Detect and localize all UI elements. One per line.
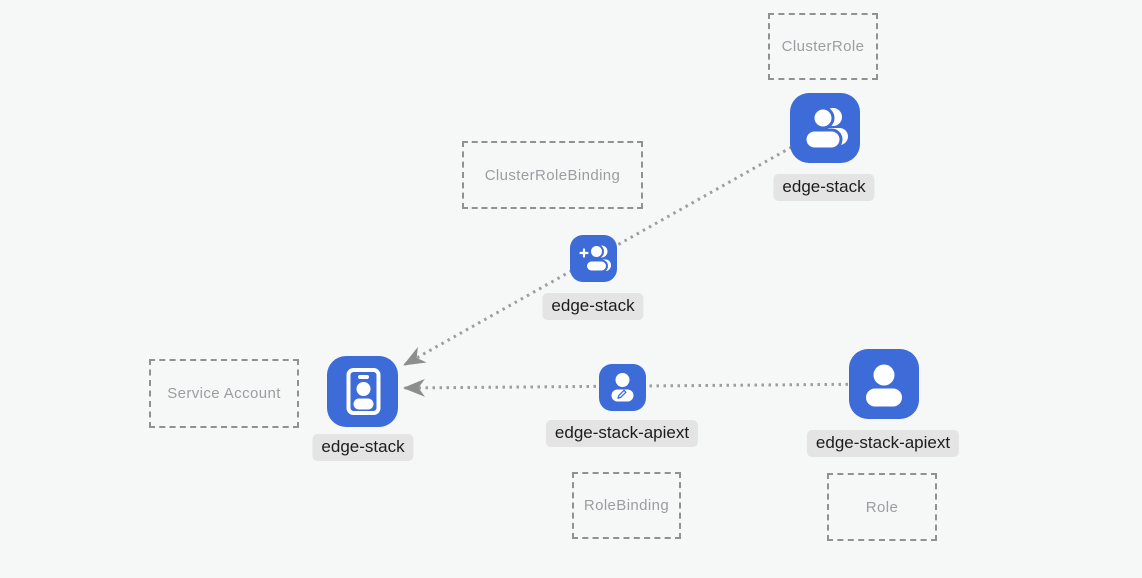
box-serviceaccount-label: Service Account xyxy=(167,385,281,402)
box-serviceaccount: Service Account xyxy=(149,359,299,428)
node-clusterrole[interactable] xyxy=(790,93,860,163)
box-clusterrolebinding: ClusterRoleBinding xyxy=(462,141,643,209)
box-clusterrole: ClusterRole xyxy=(768,13,878,80)
group-icon xyxy=(803,106,848,151)
person-add-icon xyxy=(579,244,611,273)
box-clusterrole-label: ClusterRole xyxy=(781,38,865,55)
node-clusterrolebinding-label: edge-stack xyxy=(542,293,644,320)
badge-icon xyxy=(346,367,380,415)
box-role: Role xyxy=(827,473,937,541)
box-rolebinding: RoleBinding xyxy=(572,472,681,539)
person-icon xyxy=(866,364,902,407)
box-rolebinding-label: RoleBinding xyxy=(583,497,670,514)
node-role-label: edge-stack-apiext xyxy=(806,430,960,457)
node-clusterrolebinding[interactable] xyxy=(570,235,617,282)
node-rolebinding-label: edge-stack-apiext xyxy=(545,420,699,447)
node-clusterrole-label: edge-stack xyxy=(773,174,875,201)
node-rolebinding[interactable] xyxy=(599,364,646,411)
person-edit-icon xyxy=(611,373,634,402)
node-role[interactable] xyxy=(849,349,919,419)
node-serviceaccount-label: edge-stack xyxy=(312,434,414,461)
box-role-label: Role xyxy=(865,498,899,516)
box-clusterrolebinding-label: ClusterRoleBinding xyxy=(484,166,621,184)
node-serviceaccount[interactable] xyxy=(327,356,398,427)
